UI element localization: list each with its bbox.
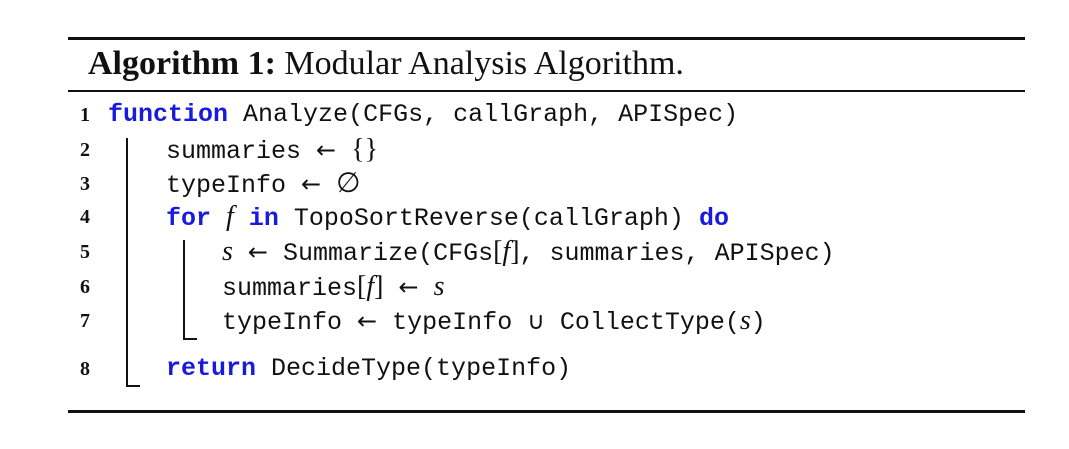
line-content: s ← Summarize(CFGs[f], summaries, APISpe…: [222, 235, 835, 271]
line-content: function Analyze(CFGs, callGraph, APISpe…: [108, 98, 738, 132]
paren-open: (: [724, 308, 740, 337]
algorithm-name: Modular Analysis Algorithm.: [284, 45, 684, 82]
keyword-function: function: [108, 100, 229, 129]
call-arguments: , summaries, APISpec): [519, 239, 835, 268]
line-number: 5: [80, 241, 90, 263]
keyword-return: return: [166, 354, 257, 383]
call-name: CollectType: [559, 308, 725, 337]
line-number: 8: [80, 358, 90, 380]
assign-arrow: ←: [398, 273, 419, 301]
function-block-end-tick: [126, 385, 140, 387]
algorithm-title: Algorithm 1: Modular Analysis Algorithm.: [88, 41, 684, 87]
line-content: summaries[f] ← s: [222, 270, 445, 306]
algorithm-label: Algorithm 1:: [88, 45, 276, 82]
bracket-open: [: [493, 236, 503, 267]
variable: summaries: [222, 274, 358, 303]
index-variable: f: [502, 236, 511, 267]
keyword-for: for: [166, 204, 212, 233]
assign-arrow: ←: [247, 238, 269, 266]
for-block-end-tick: [183, 338, 197, 340]
function-signature: Analyze(CFGs, callGraph, APISpec): [243, 100, 739, 129]
variable: s: [222, 236, 233, 267]
value-variable: s: [433, 271, 445, 302]
assign-arrow: ←: [357, 307, 378, 335]
line-content: summaries ← {}: [166, 133, 378, 169]
empty-set-symbol: ∅: [336, 168, 361, 199]
line-number: 7: [80, 310, 90, 332]
variable: typeInfo: [166, 171, 287, 200]
line-number: 2: [80, 139, 90, 161]
top-rule: [68, 37, 1025, 40]
union-left-operand: typeInfo: [392, 308, 513, 337]
loop-expression: TopoSortReverse(callGraph): [293, 204, 684, 233]
keyword-do: do: [698, 204, 729, 233]
keyword-in: in: [248, 204, 279, 233]
call-argument: s: [739, 305, 751, 336]
title-rule: [68, 90, 1025, 92]
line-content: return DecideType(typeInfo): [166, 352, 571, 386]
assign-arrow: ←: [301, 170, 322, 198]
empty-set-braces: {}: [351, 134, 379, 165]
variable: typeInfo: [222, 308, 343, 337]
line-number: 1: [80, 104, 90, 126]
for-block-vertical-bar: [183, 240, 185, 340]
bracket-close: ]: [510, 236, 520, 267]
union-symbol: ∪: [527, 307, 545, 335]
line-content: for f in TopoSortReverse(callGraph) do: [166, 200, 729, 236]
return-expression: DecideType(typeInfo): [271, 354, 572, 383]
line-content: typeInfo ← ∅: [166, 167, 361, 203]
bottom-rule: [68, 410, 1025, 413]
bracket-close: ]: [374, 271, 384, 302]
bracket-open: [: [357, 271, 367, 302]
index-variable: f: [366, 271, 375, 302]
line-number: 4: [80, 206, 90, 228]
loop-variable: f: [226, 201, 234, 232]
line-content: typeInfo ← typeInfo ∪ CollectType(s): [222, 304, 766, 340]
paren-close: ): [750, 308, 766, 337]
variable: summaries: [166, 137, 302, 166]
line-number: 6: [80, 276, 90, 298]
assign-arrow: ←: [316, 136, 337, 164]
function-block-vertical-bar: [126, 138, 128, 387]
line-number: 3: [80, 173, 90, 195]
call-name: Summarize(CFGs: [283, 239, 494, 268]
